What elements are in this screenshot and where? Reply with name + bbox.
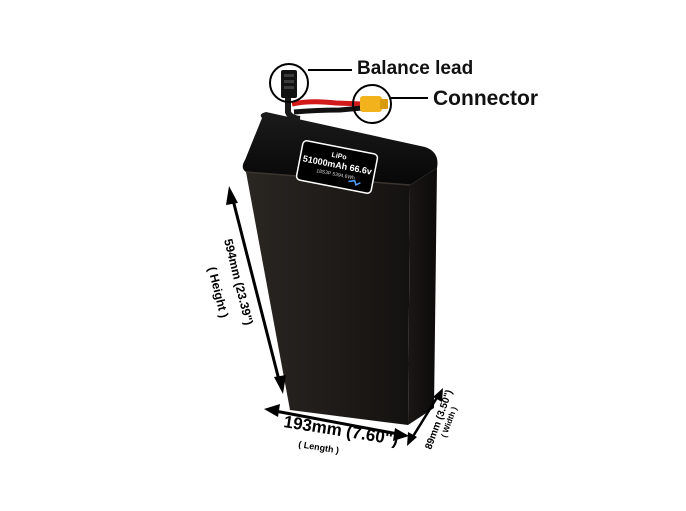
- width-arrow-line: [410, 395, 440, 439]
- length-arrow-line: [274, 409, 399, 436]
- black-wire: [293, 105, 363, 115]
- balance-lead-callout-circle: [269, 63, 309, 103]
- balance-wire-bundle: [285, 96, 301, 122]
- label-chemistry: LiPo: [331, 152, 347, 162]
- height-label: ( Height ): [205, 265, 231, 319]
- height-arrow-line: [230, 195, 282, 385]
- battery-front-face: [246, 172, 410, 425]
- height-arrow-head-top: [226, 186, 238, 205]
- wires: [285, 96, 363, 122]
- product-label: LiPo 51000mAh 66.6v 18S3P 5394.6Wh: [295, 140, 379, 194]
- length-arrow-head-left: [264, 404, 280, 417]
- red-wire: [291, 99, 363, 107]
- length-label: ( Length ): [298, 439, 340, 455]
- width-arrow-head-bottom: [407, 432, 417, 446]
- battery-side-face: [408, 168, 437, 425]
- brand-logo-icon: [348, 179, 361, 187]
- width-arrow-head-top: [433, 388, 443, 402]
- connector-label: Connector: [433, 87, 538, 110]
- height-arrow-head-bottom: [274, 375, 286, 394]
- xt-connector: [360, 96, 388, 112]
- balance-lead-plug: [281, 70, 297, 98]
- connector-callout-circle: [352, 84, 392, 124]
- balance-lead-label: Balance lead: [357, 58, 474, 79]
- length-arrow-head-right: [393, 428, 409, 441]
